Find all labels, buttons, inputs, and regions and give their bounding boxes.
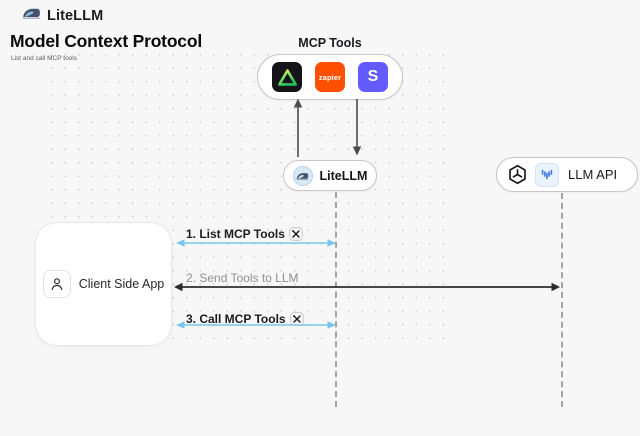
tools-icon bbox=[289, 312, 304, 326]
litellm-train-icon bbox=[22, 6, 41, 25]
brand-name: LiteLLM bbox=[47, 7, 104, 24]
stripe-icon[interactable]: S bbox=[358, 62, 388, 92]
step-3-text: 3. Call MCP Tools bbox=[186, 312, 286, 326]
llm-api-lifeline bbox=[561, 193, 563, 407]
openai-icon bbox=[506, 163, 529, 186]
llm-api-node[interactable]: LLM API bbox=[496, 157, 638, 192]
litellm-logo-icon bbox=[292, 165, 313, 186]
client-side-app-node[interactable]: Client Side App bbox=[35, 222, 172, 346]
page-title: Model Context Protocol bbox=[10, 31, 202, 51]
arrow-up-icon bbox=[293, 98, 303, 108]
step-3-arrow bbox=[176, 321, 336, 329]
client-side-app-label: Client Side App bbox=[78, 277, 165, 291]
arrow-down-icon bbox=[352, 146, 362, 156]
step-1-label: 1. List MCP Tools bbox=[186, 227, 303, 241]
zapier-icon[interactable]: zapier bbox=[315, 62, 345, 92]
litellm-node-label: LiteLLM bbox=[319, 168, 368, 183]
step-1-text: 1. List MCP Tools bbox=[186, 227, 285, 241]
llm-provider-icon bbox=[535, 162, 559, 187]
step-3-label: 3. Call MCP Tools bbox=[186, 312, 304, 326]
llm-api-node-label: LLM API bbox=[568, 167, 618, 182]
step-2-arrow bbox=[174, 282, 560, 292]
zapier-label: zapier bbox=[318, 72, 342, 82]
user-icon bbox=[42, 270, 71, 298]
brand-header: LiteLLM bbox=[22, 6, 103, 25]
tools-icon bbox=[289, 227, 303, 241]
step-1-arrow bbox=[176, 239, 336, 247]
litellm-lifeline bbox=[335, 192, 337, 407]
page-subtitle: List and call MCP tools bbox=[11, 55, 77, 62]
step-2-label: 2. Send Tools to LLM bbox=[186, 271, 299, 285]
mcp-tools-node[interactable]: zapier S bbox=[257, 54, 403, 100]
litellm-node[interactable]: LiteLLM bbox=[283, 160, 377, 191]
mcp-litellm-arrows bbox=[293, 98, 362, 157]
step-2-text: 2. Send Tools to LLM bbox=[186, 271, 299, 285]
triangle-tool-icon[interactable] bbox=[272, 62, 302, 92]
mcp-tools-label: MCP Tools bbox=[298, 36, 362, 50]
stripe-label: S bbox=[367, 68, 379, 85]
